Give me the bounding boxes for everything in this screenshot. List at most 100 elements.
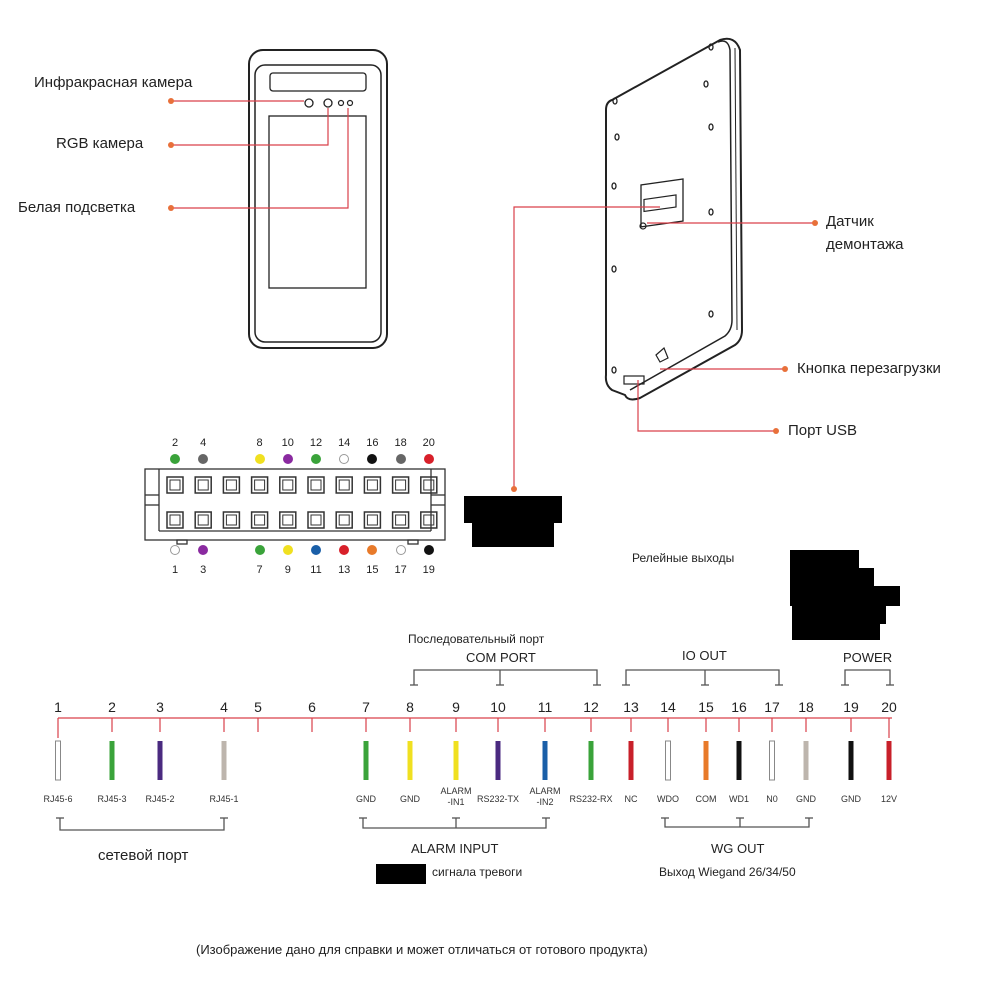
- back-device-body: [604, 37, 744, 401]
- connector-socket: [335, 511, 353, 529]
- connector-pin-color-dot: [423, 545, 434, 555]
- wire-label: RS232-RX: [569, 794, 613, 804]
- wire-pin-1: [55, 740, 61, 781]
- connector-pin-color-dot: [170, 545, 180, 555]
- connector-socket: [420, 511, 438, 529]
- tamper-sensor-icon: [639, 222, 647, 230]
- connector-pin-color-dot: [311, 545, 321, 555]
- connector-socket: [166, 476, 184, 494]
- redacted-block: [790, 586, 900, 606]
- connector-pin-color-dot: [170, 454, 180, 464]
- pin-number: 18: [798, 699, 814, 715]
- rgb-camera-label: RGB камера: [56, 135, 144, 152]
- pin-number: 12: [583, 699, 599, 715]
- front-device-bezel: [254, 64, 382, 343]
- wire-pin-19: [848, 741, 854, 780]
- wg-out-label: WG OUT: [711, 841, 765, 856]
- power-label: POWER: [843, 650, 893, 665]
- footnote: (Изображение дано для справки и может от…: [196, 942, 648, 957]
- connector-pin-color-dot: [339, 545, 350, 555]
- redacted-block: [792, 622, 880, 640]
- wire-pin-15: [703, 741, 709, 780]
- pin-number: 13: [623, 699, 639, 715]
- pin-number: 8: [406, 699, 414, 715]
- redacted-block: [790, 568, 874, 588]
- connector-pin-number: 17: [394, 564, 407, 576]
- redacted-block: [464, 496, 562, 523]
- wire-label: ALARM -IN2: [529, 786, 561, 807]
- pin-number: 14: [660, 699, 676, 715]
- wire-label: WDO: [657, 794, 679, 804]
- connector-pin-number: 8: [256, 437, 263, 449]
- wire-pin-11: [542, 741, 548, 780]
- network-port-label: сетевой порт: [98, 847, 189, 864]
- pin-number: 10: [490, 699, 506, 715]
- reset-button-label: Кнопка перезагрузки: [797, 360, 941, 377]
- connector-pin-color-dot: [367, 545, 378, 555]
- redacted-block: [790, 550, 859, 570]
- connector-pin-number: 4: [200, 437, 207, 449]
- wire-label: RJ45-2: [145, 794, 175, 804]
- connector-pin-number: 7: [256, 564, 263, 576]
- connector-pin-number: 3: [200, 564, 207, 576]
- wire-label: N0: [766, 794, 778, 804]
- com-port-label-ru: Последовательный порт: [408, 632, 545, 646]
- connector-socket: [391, 511, 410, 529]
- callout-dot: [168, 205, 174, 211]
- pin-number: 15: [698, 699, 714, 715]
- wire-label: RS232-TX: [476, 794, 520, 804]
- connector-pin-color-dot: [198, 545, 209, 555]
- connector-socket: [420, 476, 438, 494]
- connector-pin-number: 1: [171, 564, 179, 576]
- connector-pin-number: 15: [366, 564, 379, 576]
- wire-pin-10: [495, 741, 501, 780]
- connector-socket: [279, 476, 297, 494]
- connector-pin-number: 10: [281, 437, 294, 449]
- connector-pin-number: 12: [309, 437, 323, 449]
- front-device-top-window: [269, 72, 367, 92]
- wire-pin-3: [157, 741, 163, 780]
- pin-number: 20: [881, 699, 897, 715]
- white-light-label: Белая подсветка: [18, 199, 136, 216]
- wg-out-label-ru: Выход Wiegand 26/34/50: [659, 865, 796, 879]
- wire-pin-14: [665, 740, 671, 781]
- tamper-sensor-label: Датчик: [826, 213, 874, 230]
- pin-number: 17: [764, 699, 780, 715]
- connector-pin-number: 11: [310, 564, 322, 576]
- wire-label: RJ45-1: [209, 794, 239, 804]
- pin-number: 3: [156, 699, 164, 715]
- wire-label: GND: [841, 794, 861, 804]
- group-brackets: [56, 669, 894, 831]
- connector-socket: [307, 511, 325, 529]
- connector-pin-number: 9: [284, 564, 291, 576]
- connector-pin-color-dot: [367, 454, 378, 464]
- wire-pin-9: [453, 741, 459, 780]
- connector-socket: [222, 476, 241, 494]
- tamper-sensor-label-line2: демонтажа: [826, 236, 904, 253]
- redacted-block: [792, 604, 886, 624]
- pin-number: 19: [843, 699, 859, 715]
- connector-socket: [194, 476, 212, 494]
- connector-pin-number: 16: [366, 437, 379, 449]
- wire-pin-7: [363, 741, 369, 780]
- pin-number: 11: [537, 699, 553, 715]
- connector-pin-color-dot: [282, 454, 293, 464]
- wire-pin-8: [407, 741, 413, 780]
- wire-pin-16: [736, 741, 742, 780]
- io-out-label: IO OUT: [682, 648, 727, 663]
- connector-socket: [166, 511, 184, 529]
- connector-pin-number: 14: [338, 437, 351, 449]
- connector-pin-color-dot: [254, 454, 265, 464]
- wire-label: COM: [695, 794, 717, 804]
- tamper-bracket: [640, 178, 684, 228]
- callout-dot: [782, 366, 788, 372]
- pin-number: 2: [108, 699, 116, 715]
- connector-pin-color-dot: [311, 454, 321, 464]
- connector-pin-number: 18: [394, 437, 407, 449]
- connector-pin-number: 13: [338, 564, 351, 576]
- callout-dot: [168, 142, 174, 148]
- wire-label: RJ45-3: [97, 794, 127, 804]
- wire-label: NC: [624, 794, 638, 804]
